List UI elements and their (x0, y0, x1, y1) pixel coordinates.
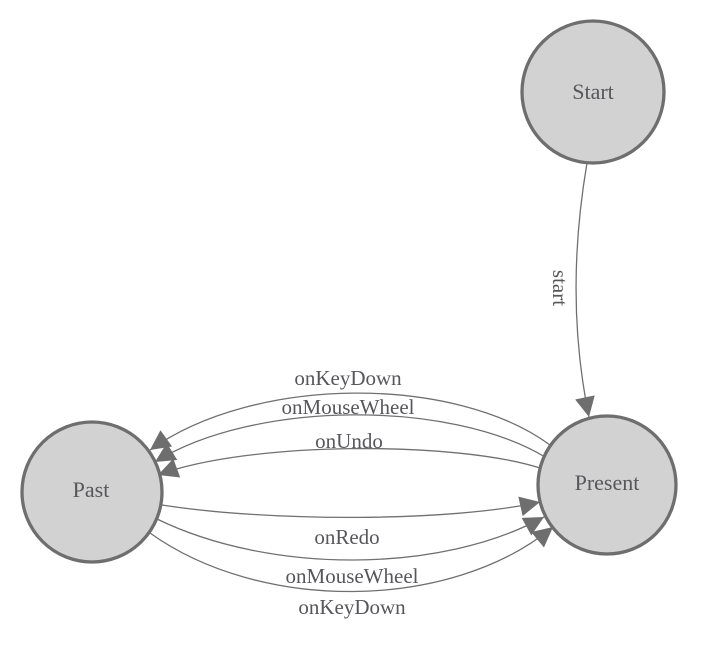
state-node-present-label: Present (575, 470, 640, 495)
state-node-start[interactable]: Start (520, 19, 666, 165)
state-node-start-label: Start (572, 79, 614, 104)
state-node-past-circle[interactable] (20, 420, 164, 564)
state-node-past-label: Past (73, 477, 110, 502)
state-node-present-circle[interactable] (536, 414, 678, 556)
edge-past-to-present-onkeydown (149, 526, 554, 593)
edge-label-onmousewheel-bottom: onMouseWheel (286, 564, 419, 588)
edge-label-onkeydown-bottom: onKeyDown (298, 595, 406, 619)
edge-past-to-present-onmousewheel (156, 516, 545, 561)
state-node-start-circle[interactable] (520, 19, 666, 165)
edge-present-to-past-onkeydown (149, 392, 551, 451)
edge-start-to-present (575, 162, 595, 418)
edge-label-onkeydown-top: onKeyDown (294, 366, 402, 390)
edge-past-to-present-onredo (161, 496, 541, 519)
state-node-past[interactable]: Past (20, 420, 164, 564)
edge-present-to-past-onmousewheel (154, 414, 546, 463)
edge-present-to-past-onundo (157, 447, 541, 478)
state-node-present[interactable]: Present (536, 414, 678, 556)
edge-label-onmousewheel-top: onMouseWheel (282, 395, 415, 419)
edge-label-onundo: onUndo (315, 429, 383, 453)
edge-label-start: start (548, 270, 572, 306)
edge-label-onredo: onRedo (314, 525, 379, 549)
